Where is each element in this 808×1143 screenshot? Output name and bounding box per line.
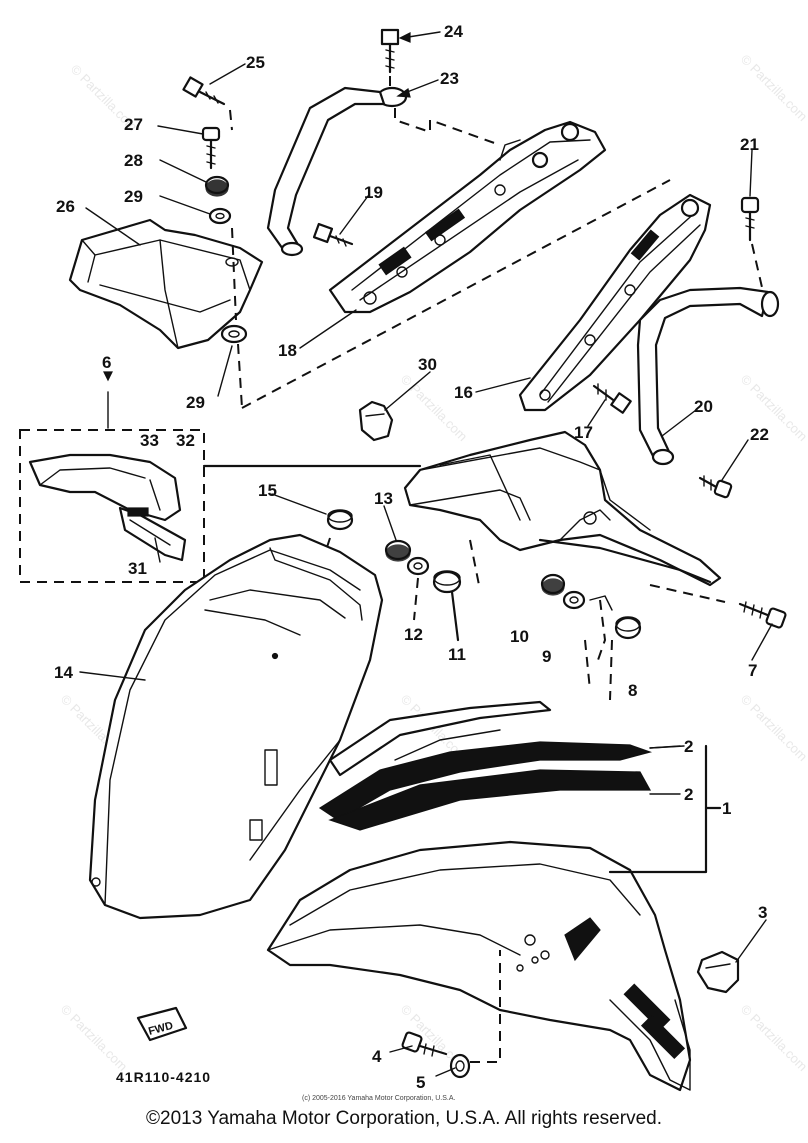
callout-15[interactable]: 15 bbox=[258, 481, 277, 500]
callout-20[interactable]: 20 bbox=[694, 397, 713, 416]
callout-33[interactable]: 33 bbox=[140, 431, 159, 450]
callout-17[interactable]: 17 bbox=[574, 423, 593, 442]
part-18-rail[interactable] bbox=[328, 120, 607, 314]
part-9-washer[interactable] bbox=[562, 590, 586, 610]
callout-16[interactable]: 16 bbox=[454, 383, 473, 402]
callout-25[interactable]: 25 bbox=[246, 53, 265, 72]
watermark-text: © Partzilla.com bbox=[738, 372, 808, 445]
callout-29-top[interactable]: 29 bbox=[124, 187, 143, 206]
part-23-bracket[interactable] bbox=[266, 86, 408, 257]
rear-fender-top[interactable] bbox=[403, 430, 722, 587]
callout-4[interactable]: 4 bbox=[372, 1047, 382, 1066]
part-19-bolt[interactable] bbox=[312, 222, 354, 247]
callout-26[interactable]: 26 bbox=[56, 197, 75, 216]
callout-27[interactable]: 27 bbox=[124, 115, 143, 134]
part-7-bolt[interactable] bbox=[738, 601, 787, 629]
part-30-clip[interactable] bbox=[358, 400, 394, 442]
part-29-washer-top[interactable] bbox=[208, 207, 232, 225]
part-26-cover[interactable] bbox=[68, 218, 264, 350]
callout-2-lower[interactable]: 2 bbox=[684, 785, 693, 804]
watermark-text: © Partzilla.com bbox=[58, 1002, 131, 1075]
part-13-nut[interactable] bbox=[384, 539, 412, 562]
small-copyright: (c) 2005-2016 Yamaha Motor Corporation, … bbox=[302, 1095, 455, 1102]
callout-13[interactable]: 13 bbox=[374, 489, 393, 508]
part-24-bolt[interactable] bbox=[380, 28, 400, 74]
watermark-text: © Partzilla.com bbox=[738, 692, 808, 765]
callout-6[interactable]: 6 bbox=[102, 353, 111, 372]
part-17-bolt[interactable] bbox=[592, 383, 632, 414]
callout-2-upper[interactable]: 2 bbox=[684, 737, 693, 756]
part-1-front-fender[interactable] bbox=[266, 840, 692, 1092]
part-3-clip[interactable] bbox=[696, 950, 740, 994]
copyright-footer: ©2013 Yamaha Motor Corporation, U.S.A. A… bbox=[146, 1108, 662, 1129]
callout-14[interactable]: 14 bbox=[54, 663, 73, 682]
callout-numbers: 24 23 25 27 28 29 26 19 18 29 30 16 21 1… bbox=[54, 22, 769, 1092]
leader-lines bbox=[79, 31, 773, 1077]
callout-8[interactable]: 8 bbox=[628, 681, 637, 700]
part-5-nut[interactable] bbox=[449, 1053, 471, 1079]
part-29-washer-lower[interactable] bbox=[220, 324, 248, 344]
watermark-text: © Partzilla.com bbox=[738, 52, 808, 125]
callout-30[interactable]: 30 bbox=[418, 355, 437, 374]
part-10-nut[interactable] bbox=[540, 573, 566, 596]
callout-32[interactable]: 32 bbox=[176, 431, 195, 450]
callout-3[interactable]: 3 bbox=[758, 903, 767, 922]
bracket-line bbox=[608, 744, 708, 874]
callout-24[interactable]: 24 bbox=[444, 22, 463, 41]
callout-7[interactable]: 7 bbox=[748, 661, 757, 680]
callout-31[interactable]: 31 bbox=[128, 559, 147, 578]
callout-10[interactable]: 10 bbox=[510, 627, 529, 646]
inset-box bbox=[19, 371, 205, 583]
part-8-collar[interactable] bbox=[614, 616, 642, 640]
part-11-collar[interactable] bbox=[432, 570, 462, 594]
callout-18[interactable]: 18 bbox=[278, 341, 297, 360]
callout-19[interactable]: 19 bbox=[364, 183, 383, 202]
part-2-seal-lower[interactable] bbox=[318, 741, 653, 831]
diagram-part-code: 41R110-4210 bbox=[116, 1069, 211, 1085]
part-28-nut[interactable] bbox=[204, 175, 230, 197]
callout-28[interactable]: 28 bbox=[124, 151, 143, 170]
watermark-text: © Partzilla.com bbox=[738, 1002, 808, 1075]
callout-11[interactable]: 11 bbox=[448, 645, 466, 664]
part-25-bolt[interactable] bbox=[182, 76, 226, 106]
callout-9[interactable]: 9 bbox=[542, 647, 551, 666]
part-21-bolt[interactable] bbox=[740, 196, 760, 242]
fwd-arrow-icon: FWD bbox=[136, 1006, 188, 1042]
part-27-bolt[interactable] bbox=[201, 126, 221, 170]
callout-23[interactable]: 23 bbox=[440, 69, 459, 88]
part-14-rear-fender[interactable] bbox=[88, 533, 384, 920]
callout-22[interactable]: 22 bbox=[750, 425, 769, 444]
part-2-seal-upper[interactable] bbox=[328, 700, 552, 777]
part-20-handle[interactable] bbox=[636, 286, 780, 466]
callout-12[interactable]: 12 bbox=[404, 625, 423, 644]
callout-21[interactable]: 21 bbox=[740, 135, 759, 154]
part-22-bolt[interactable] bbox=[698, 475, 733, 499]
callout-5[interactable]: 5 bbox=[416, 1073, 425, 1092]
part-15-plug[interactable] bbox=[326, 509, 354, 531]
part-16-rail[interactable] bbox=[518, 193, 712, 412]
callout-1[interactable]: 1 bbox=[722, 799, 731, 818]
part-12-washer[interactable] bbox=[406, 556, 430, 576]
callout-29-lower[interactable]: 29 bbox=[186, 393, 205, 412]
